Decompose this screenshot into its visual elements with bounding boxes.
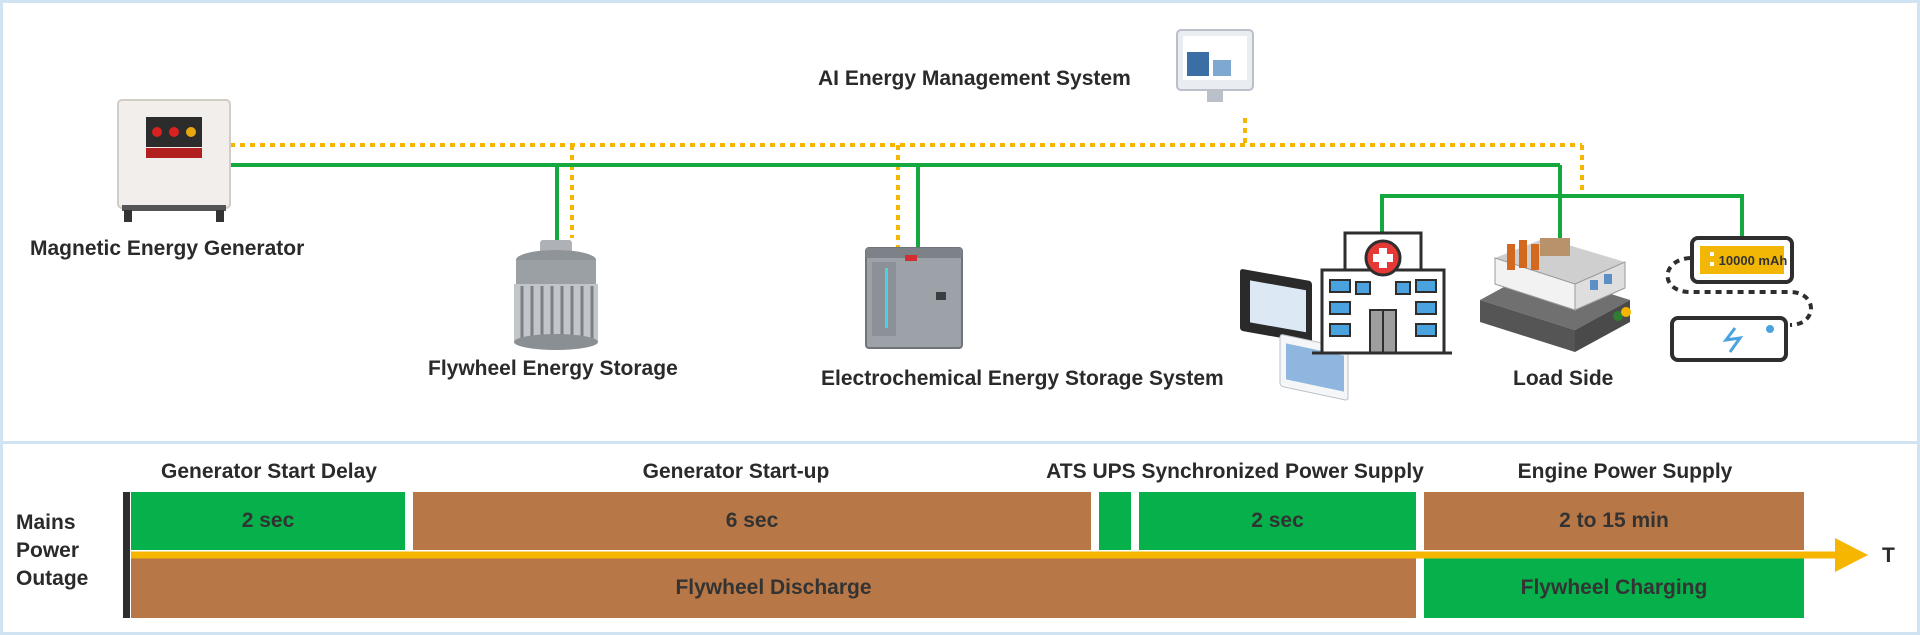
segment-start-delay-value: 2 sec — [241, 509, 295, 532]
segment-engine-value: 2 to 15 min — [1559, 509, 1669, 532]
flywheel-label: Flywheel Energy Storage — [428, 357, 678, 380]
flywheel-discharge-label: Flywheel Discharge — [675, 576, 872, 599]
system-panel — [0, 0, 1920, 445]
segment-ats-value: 2 sec — [1251, 509, 1304, 532]
system-diagram: 10000 mAh — [117, 29, 1813, 401]
segment-ats: 2 sec — [1139, 492, 1416, 550]
segment-startup: 6 sec — [413, 492, 1091, 550]
segment-startup-value: 6 sec — [725, 509, 779, 532]
ess-label: Electrochemical Energy Storage System — [821, 367, 1224, 390]
hospital-icon — [1312, 231, 1452, 355]
flywheel-discharge-bar: Flywheel Discharge — [131, 558, 1416, 618]
phase-label-start-delay: Generator Start Delay — [161, 460, 377, 483]
flywheel-icon — [514, 240, 598, 350]
segment-engine: 2 to 15 min — [1424, 492, 1804, 550]
power-bank-capacity: 10000 mAh — [1719, 253, 1788, 268]
segment-ats-switch — [1099, 492, 1131, 550]
phase-label-ats: ATS UPS Synchronized Power Supply — [1046, 460, 1424, 483]
power-bank-icon: 10000 mAh — [1665, 236, 1813, 362]
ess-cabinet-icon — [865, 247, 963, 349]
segment-start-delay: 2 sec — [131, 492, 405, 550]
outage-marker — [123, 492, 130, 618]
flywheel-charging-label: Flywheel Charging — [1520, 576, 1708, 599]
generator-label: Magnetic Energy Generator — [30, 237, 305, 260]
load-side-label: Load Side — [1513, 367, 1614, 390]
signal-lines — [230, 118, 1584, 248]
power-lines — [228, 163, 1744, 248]
power-load-branch — [1380, 194, 1744, 238]
generator-icon — [117, 99, 231, 222]
outage-label: Mains Power Outage — [16, 509, 111, 593]
ai-system-label: AI Energy Management System — [818, 67, 1131, 90]
phase-label-startup: Generator Start-up — [642, 460, 830, 483]
time-axis-label: T — [1882, 544, 1895, 567]
phase-label-engine: Engine Power Supply — [1517, 460, 1733, 483]
factory-icon — [1480, 238, 1631, 352]
monitor-icon — [1176, 29, 1349, 401]
outage-label-text: Mains Power Outage — [16, 511, 89, 590]
flywheel-charging-bar: Flywheel Charging — [1424, 558, 1804, 618]
